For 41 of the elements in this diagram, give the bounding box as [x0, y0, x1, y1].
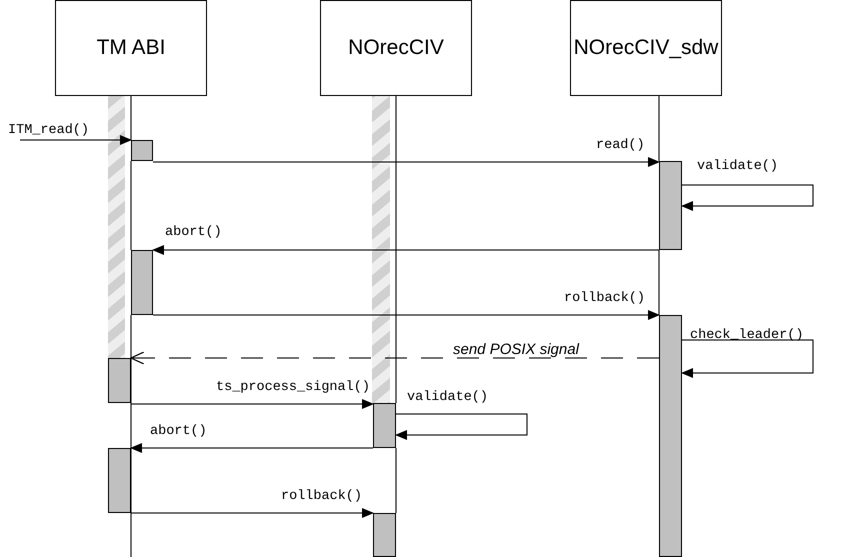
message-label: abort() [150, 424, 207, 439]
lifeline [130, 96, 132, 140]
arrow [681, 184, 814, 211]
message-label: read() [596, 138, 645, 153]
arrow [20, 135, 132, 145]
arrow [681, 340, 814, 378]
lifeline [130, 314, 132, 557]
arrow [130, 399, 374, 409]
message-label: rollback() [281, 489, 362, 504]
message-label: validate() [407, 390, 488, 405]
message-label: validate() [697, 159, 778, 174]
message-label: check_leader() [690, 328, 804, 343]
arrow [395, 414, 528, 440]
activation-bar [659, 315, 682, 557]
message-label: ITM_read() [8, 123, 90, 138]
participant-name: NOrecCIV [348, 36, 444, 60]
arrow [130, 508, 374, 518]
message-label: ts_process_signal() [216, 380, 370, 395]
arrow [152, 157, 660, 167]
participant-box [320, 0, 472, 96]
activation-bar [108, 448, 131, 513]
activation-bar [659, 161, 682, 250]
lifeline [658, 250, 660, 316]
arrow [152, 310, 660, 320]
message-label: send POSIX signal [450, 342, 582, 357]
activation-bar [131, 140, 153, 161]
participant-name: NOrecCIV_sdw [574, 36, 718, 60]
message-label: abort() [165, 225, 222, 240]
lifeline [130, 160, 132, 250]
participant-box [55, 0, 207, 96]
activation-bar [373, 513, 396, 557]
participant-name: TM ABI [96, 36, 166, 60]
lifeline [658, 96, 660, 162]
dashed-arrow [130, 351, 660, 365]
participant-box [570, 0, 722, 96]
arrow [130, 443, 374, 453]
activation-bar [373, 403, 396, 448]
activation-bar [108, 358, 131, 403]
message-label: rollback() [564, 291, 646, 306]
arrow [152, 245, 660, 255]
activation-bar [131, 250, 153, 315]
